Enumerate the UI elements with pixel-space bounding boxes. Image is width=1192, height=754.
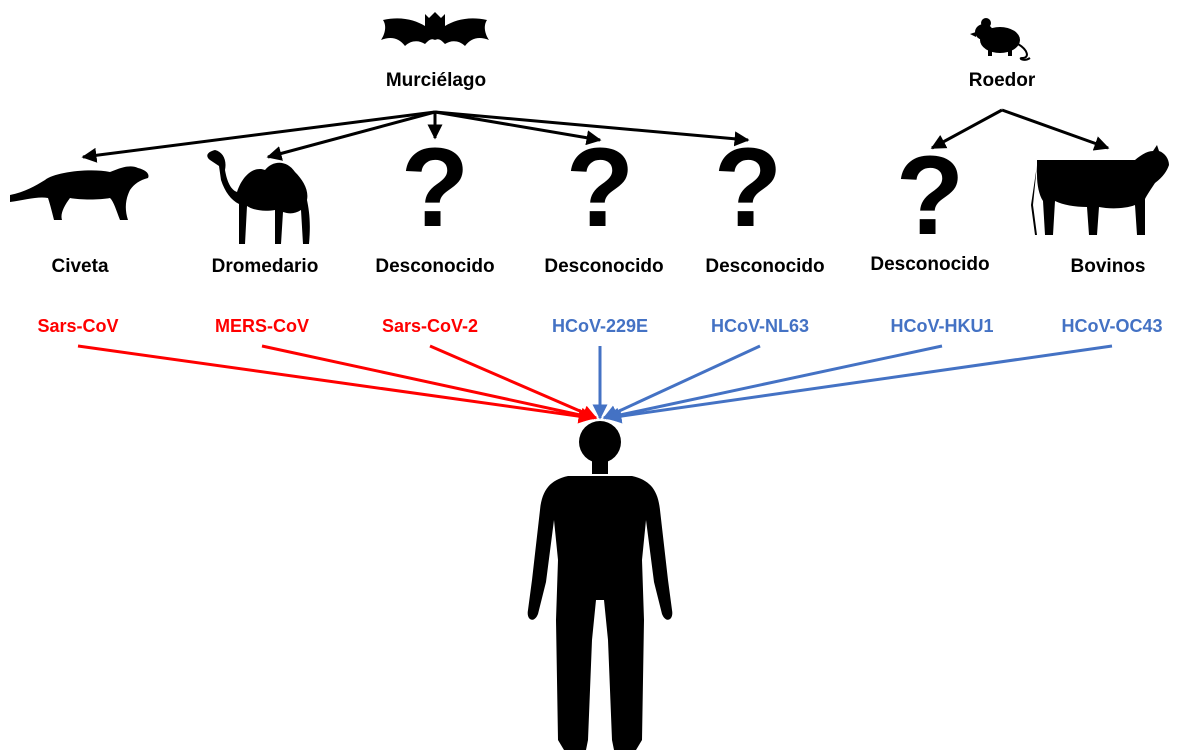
arrow-hcov-nl63 (602, 344, 761, 420)
rodent-icon (970, 18, 1031, 61)
arrow-hcov-hku1 (604, 344, 943, 423)
arrow-rodent-cow (1001, 108, 1110, 151)
host-label-unknown-2: Desconocido (544, 256, 664, 277)
arrow-hcov-oc43 (606, 344, 1113, 424)
virus-label-hcov-229e: HCoV-229E (551, 316, 649, 336)
virus-label-sars-cov: Sars-CoV (37, 316, 119, 336)
reservoir-label-bat: Murciélago (385, 70, 487, 91)
bat-icon (381, 12, 489, 46)
question-mark-icon: ? (400, 125, 470, 250)
virus-label-hcov-hku1: HCoV-HKU1 (890, 316, 994, 336)
arrow-bat-unknown-2 (434, 110, 602, 146)
reservoir-label-rodent: Roedor (968, 70, 1036, 91)
arrow-sars-cov-2 (429, 344, 598, 420)
host-label-unknown-3: Desconocido (705, 256, 825, 277)
host-label-civet: Civeta (51, 256, 109, 277)
arrow-bat-camel (266, 110, 436, 161)
host-label-camel: Dromedario (211, 256, 319, 277)
virus-label-sars-cov-2: Sars-CoV-2 (381, 316, 479, 336)
virus-label-hcov-oc43: HCoV-OC43 (1061, 316, 1163, 336)
question-mark-icon: ? (565, 125, 635, 250)
host-label-cow: Bovinos (1070, 256, 1146, 277)
arrow-rodent-unknown (930, 108, 1003, 150)
virus-label-mers-cov: MERS-CoV (215, 316, 309, 336)
camel-icon (207, 150, 310, 244)
arrow-mers-cov (261, 344, 596, 423)
civet-icon (10, 166, 149, 220)
rodent-arrows (930, 108, 1110, 151)
cow-icon (1031, 145, 1169, 235)
host-label-unknown-4: Desconocido (870, 254, 990, 275)
question-mark-icon: ? (713, 125, 783, 250)
virus-label-hcov-nl63: HCoV-NL63 (710, 316, 810, 336)
arrow-sars-cov (77, 344, 594, 424)
arrow-bat-unknown-3 (434, 110, 750, 147)
question-mark-icon: ? (895, 133, 965, 258)
virus-arrows (77, 344, 1113, 424)
host-label-unknown-1: Desconocido (375, 256, 495, 277)
bat-arrows (81, 110, 750, 163)
human-icon (527, 421, 673, 750)
arrow-bat-civet (81, 110, 436, 163)
